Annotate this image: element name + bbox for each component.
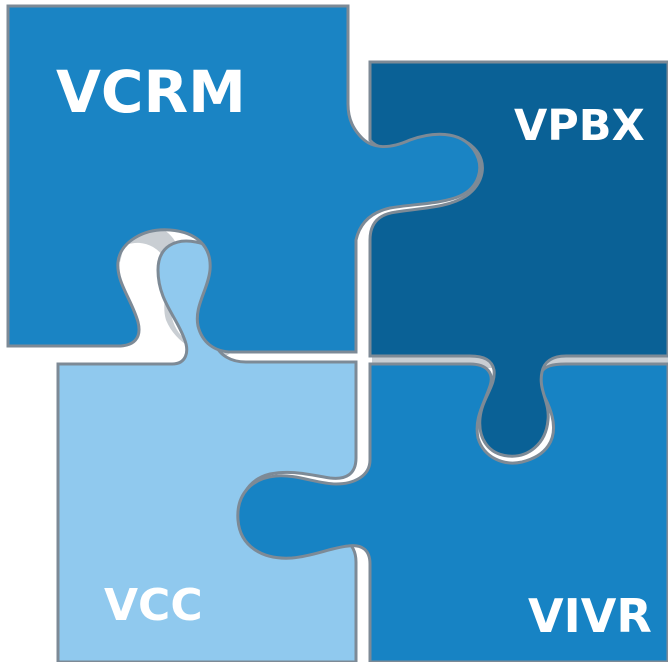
puzzle-piece-vivr	[236, 362, 668, 662]
vivr-label: VIVR	[528, 589, 652, 643]
puzzle-piece-vcrm	[6, 4, 482, 354]
vcrm-label: VCRM	[56, 58, 246, 126]
vcc-label: VCC	[104, 580, 203, 631]
vpbx-label: VPBX	[514, 101, 645, 151]
